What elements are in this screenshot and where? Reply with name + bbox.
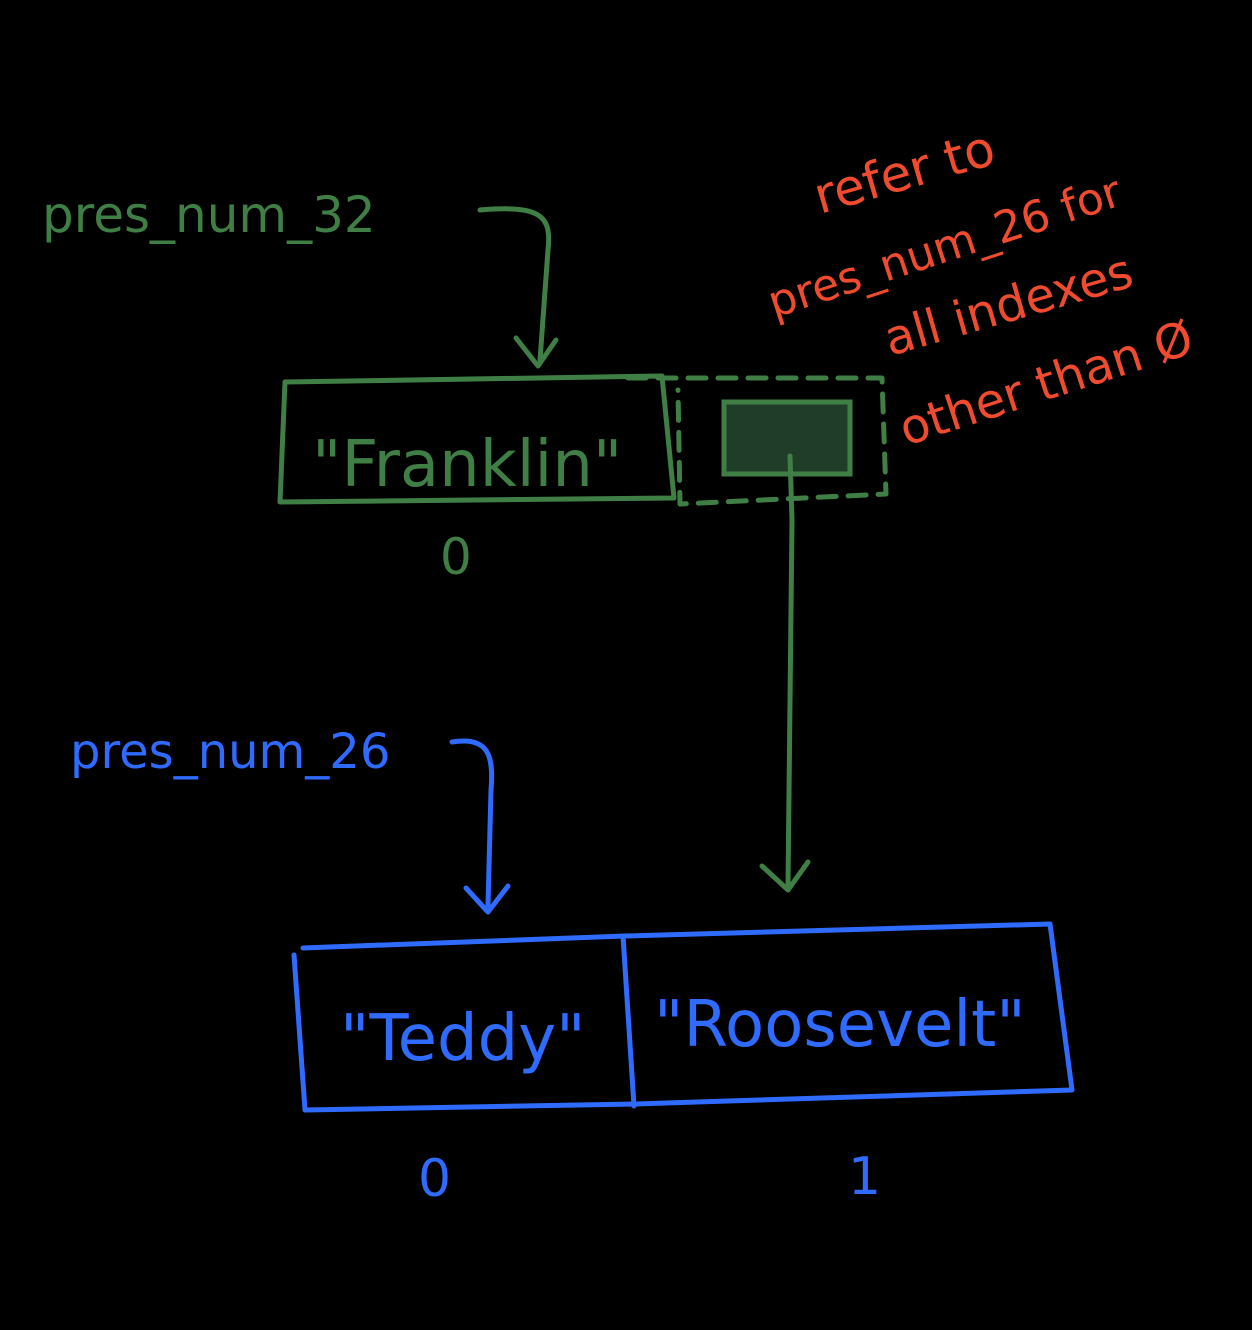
top-index-0: 0 — [440, 528, 472, 586]
bottom-variable-arrow-head — [463, 883, 511, 915]
bottom-index-1: 1 — [848, 1147, 881, 1207]
bottom-array-variable-label: pres_num_26 — [70, 724, 390, 780]
teddy-cell-value: "Teddy" — [340, 1002, 586, 1076]
top-variable-arrow-head — [513, 335, 559, 369]
pointer-arrow-head — [759, 859, 811, 893]
franklin-cell — [277, 373, 677, 505]
pointer-cell-dashed-outline — [625, 375, 889, 507]
top-array-variable-label: pres_num_32 — [42, 186, 376, 244]
bottom-array-divider — [620, 933, 637, 1109]
pointer-box — [721, 399, 853, 477]
annotation-line-1: refer to — [807, 119, 1001, 226]
pointer-arrow-shaft — [785, 453, 795, 888]
roosevelt-cell-value: "Roosevelt" — [654, 988, 1026, 1062]
bottom-variable-arrow-shaft — [449, 738, 495, 908]
top-variable-arrow-shaft — [477, 206, 552, 363]
bottom-index-0: 0 — [418, 1149, 451, 1209]
franklin-cell-value: "Franklin" — [312, 428, 622, 502]
